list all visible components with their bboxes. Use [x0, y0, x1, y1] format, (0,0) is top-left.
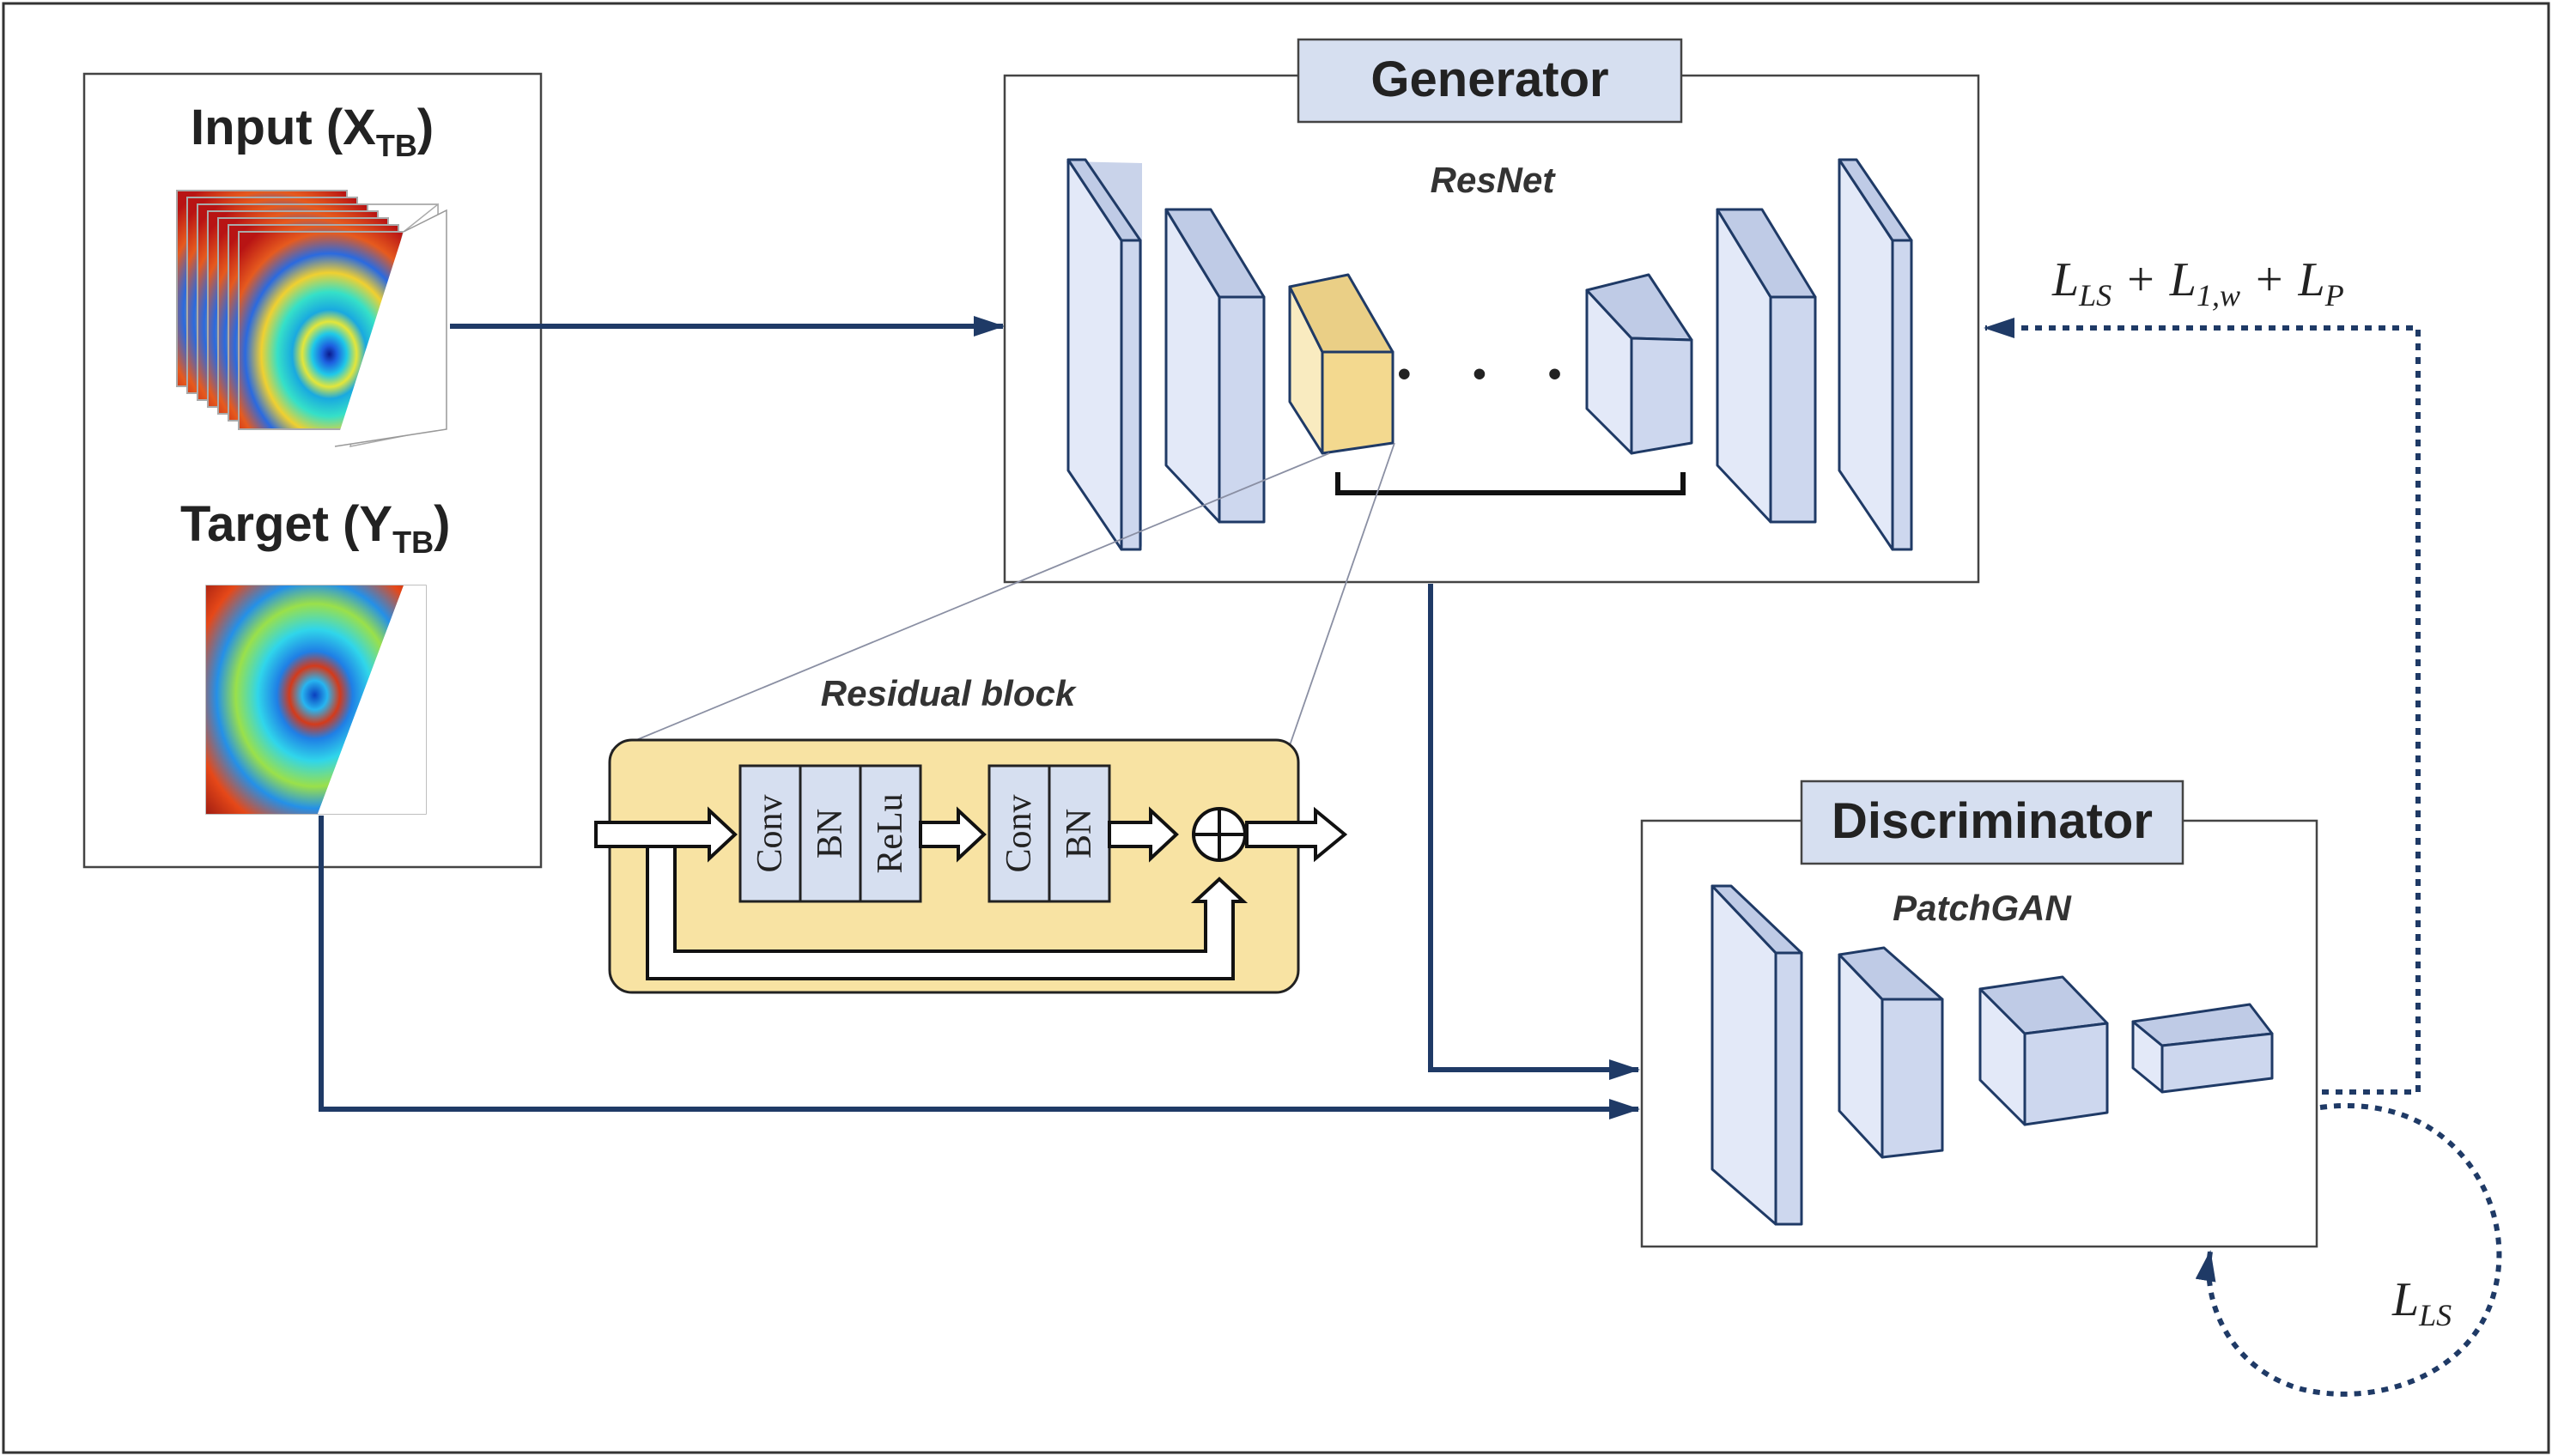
generator-layer-1-box [1066, 158, 1142, 551]
generator-residual-block-blue [1585, 273, 1693, 455]
layer-group-1: Conv BN ReLu [738, 764, 922, 903]
residual-input-arrow [594, 806, 738, 863]
input-target-panel: Input (XTB) Target (YTB) [82, 72, 543, 869]
flow-arrows [319, 316, 1640, 1119]
zoom-line-right [1287, 442, 1395, 751]
residual-output-arrow [1245, 806, 1348, 863]
zoom-line-left [611, 452, 1330, 751]
layer-relu-1: ReLu [871, 793, 910, 873]
target-title: Target (YTB) [180, 496, 450, 560]
generator-layer-2-box [1164, 208, 1266, 524]
target-subscript: TB [392, 525, 434, 560]
layer-group-2: Conv BN [987, 764, 1111, 903]
target-to-discriminator-arrow [319, 816, 1640, 1119]
layer-conv-2: Conv [1000, 794, 1039, 872]
discriminator-title-box [1800, 780, 2184, 865]
generator-loss-label: LLS+L1,w+LP [2051, 253, 2344, 312]
generator-title-box [1297, 38, 1683, 124]
discriminator-panel: Discriminator PatchGAN [1640, 780, 2318, 1248]
generator-frame [1003, 74, 1980, 584]
discriminator-layer-2 [1838, 946, 1944, 1159]
residual-pre-add-arrow [1108, 806, 1179, 863]
generator-to-discriminator-arrow [1428, 584, 1640, 1080]
layer-conv-1: Conv [750, 794, 790, 872]
generator-panel: Generator ResNet • • • [1003, 38, 1980, 584]
discriminator-layer-3 [1978, 975, 2109, 1126]
residual-block-title: Residual block [821, 673, 1078, 713]
add-node-icon [1192, 807, 1247, 862]
discriminator-layer-1 [1710, 884, 1803, 1226]
residual-mid-arrow [919, 806, 987, 863]
discriminator-feedback-arrow [1984, 318, 2421, 1095]
input-subscript: TB [376, 128, 417, 163]
input-title: Input (XTB) [191, 100, 434, 163]
discriminator-self-loop-arrow [2195, 1103, 2502, 1397]
discriminator-title: Discriminator [1832, 793, 2153, 849]
discriminator-loss-label: LLS [2391, 1273, 2452, 1332]
generator-title: Generator [1370, 52, 1608, 107]
layer-bn-2: BN [1060, 809, 1099, 858]
residual-bracket [1335, 472, 1686, 495]
skip-connection [646, 834, 1249, 980]
layer-bn-1: BN [811, 809, 850, 858]
input-image-stack [176, 190, 447, 447]
generator-dots: • • • [1398, 353, 1588, 395]
target-image [205, 585, 427, 815]
discriminator-layer-4 [2131, 1003, 2274, 1094]
discriminator-subtitle: PatchGAN [1893, 888, 2072, 928]
generator-residual-block-yellow [1288, 273, 1394, 455]
generator-subtitle: ResNet [1431, 160, 1557, 200]
residual-block-panel: Residual block Conv BN ReLu Conv BN [594, 673, 1348, 994]
generator-layer-3-box [1716, 208, 1817, 524]
generator-layer-4-box [1838, 158, 1913, 551]
